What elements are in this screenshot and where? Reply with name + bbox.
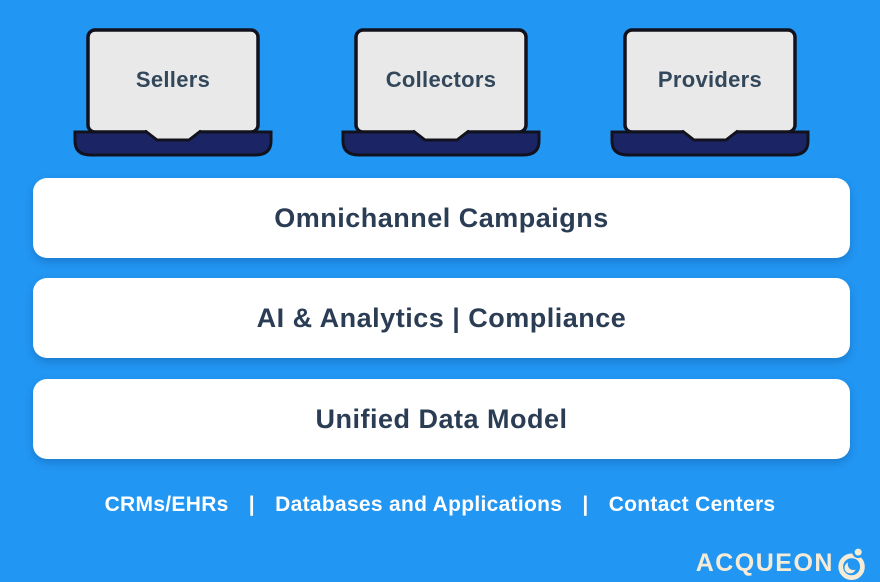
- laptop-sellers: Sellers: [73, 28, 273, 158]
- laptop-label: Collectors: [385, 67, 497, 92]
- separator: |: [248, 493, 255, 516]
- foundation-row: CRMs/EHRs | Databases and Applications |…: [0, 493, 880, 517]
- laptop-icon: [73, 28, 273, 157]
- separator: |: [582, 493, 589, 516]
- laptop-collectors: Collectors: [341, 28, 541, 158]
- laptop-icon: [341, 28, 541, 157]
- layer-omnichannel-campaigns: Omnichannel Campaigns: [33, 178, 850, 258]
- laptop-icon: [610, 28, 810, 157]
- layer-label: Unified Data Model: [315, 403, 568, 434]
- laptop-providers: Providers: [610, 28, 810, 158]
- layer-label: Omnichannel Campaigns: [274, 202, 609, 233]
- brand-logo: ACQUEON: [696, 545, 870, 581]
- foundation-item-databases-applications: Databases and Applications: [275, 493, 563, 516]
- foundation-item-contact-centers: Contact Centers: [608, 493, 776, 516]
- acqueon-logo-icon: [838, 546, 865, 580]
- laptop-label: Sellers: [135, 67, 211, 92]
- laptop-label: Providers: [657, 67, 763, 92]
- layer-ai-analytics-compliance: AI & Analytics | Compliance: [33, 278, 850, 358]
- brand-name: ACQUEON: [695, 549, 834, 577]
- foundation-item-crms-ehrs: CRMs/EHRs: [104, 493, 229, 516]
- layer-label: AI & Analytics | Compliance: [256, 302, 627, 333]
- layer-unified-data-model: Unified Data Model: [33, 379, 850, 459]
